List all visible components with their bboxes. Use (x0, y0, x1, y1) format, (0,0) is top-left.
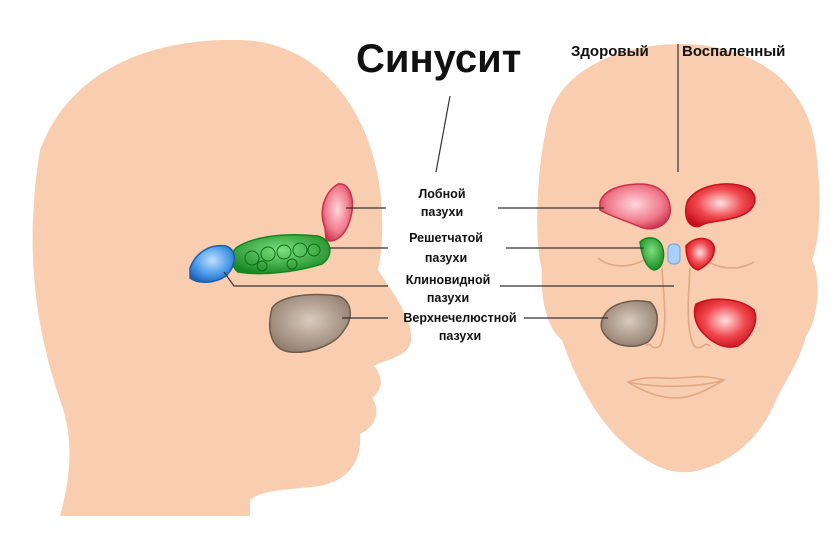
eye-right (707, 261, 755, 269)
label-ethmoid-line1: Решетчатой (409, 231, 483, 245)
nose-right-line (687, 267, 711, 349)
label-frontal: Лобной пазухи (419, 187, 466, 219)
leader-sphenoid-left (223, 271, 388, 287)
ethmoid-sinus-inflamed (685, 237, 715, 271)
frontal-sinus-inflamed (684, 183, 756, 228)
diagram-title: Синусит (356, 37, 521, 81)
label-maxillary-line2: пазухи (439, 329, 481, 343)
label-sphenoid: Клиновидной пазухи (406, 273, 491, 305)
label-ethmoid-line2: пазухи (425, 251, 467, 265)
label-frontal-line1: Лобной (419, 187, 466, 201)
ethmoid-sinus-healthy (639, 237, 665, 271)
frontal-sinus-profile (321, 183, 354, 242)
maxillary-sinus-profile (269, 293, 351, 353)
lip-line (627, 379, 725, 388)
maxillary-sinus-inflamed (693, 298, 757, 348)
label-ethmoid: Решетчатой пазухи (409, 231, 483, 265)
healthy-header: Здоровый (571, 43, 649, 60)
sphenoid-sinus-front (667, 243, 681, 265)
label-maxillary: Верхнечелюстной пазухи (403, 311, 516, 343)
leader-lines (223, 44, 679, 319)
ethmoid-cells (244, 242, 321, 272)
inflamed-header: Воспаленный (682, 43, 785, 60)
eye-left (597, 257, 645, 267)
sphenoid-sinus-profile (189, 244, 235, 283)
label-sphenoid-line2: пазухи (427, 291, 469, 305)
frontal-sinus-healthy (599, 183, 671, 230)
nose-left-line (645, 267, 666, 349)
maxillary-sinus-healthy (600, 300, 658, 348)
label-maxillary-line1: Верхнечелюстной (403, 311, 516, 325)
label-sphenoid-line1: Клиновидной (406, 273, 491, 287)
label-frontal-line2: пазухи (421, 205, 463, 219)
leader-title (435, 95, 451, 173)
